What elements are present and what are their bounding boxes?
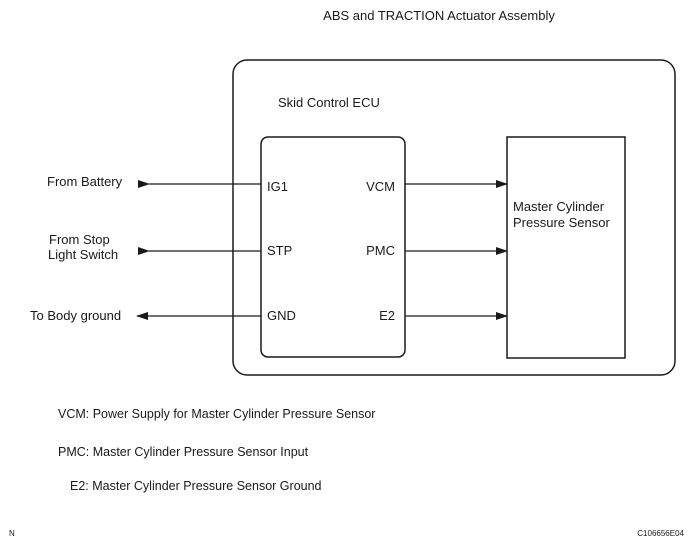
assembly-title: ABS and TRACTION Actuator Assembly bbox=[323, 8, 555, 23]
from-stop-light-switch-line2: Light Switch bbox=[48, 247, 118, 262]
legend-e2: E2: Master Cylinder Pressure Sensor Grou… bbox=[70, 479, 322, 493]
sensor-label-line2: Pressure Sensor bbox=[513, 215, 610, 230]
from-stop-light-switch-line1: From Stop bbox=[49, 232, 110, 247]
to-body-ground-label: To Body ground bbox=[30, 308, 121, 323]
master-cylinder-pressure-sensor-box bbox=[506, 136, 626, 359]
pin-e2: E2 bbox=[379, 308, 395, 323]
pin-ig1: IG1 bbox=[267, 179, 288, 194]
legend-pmc: PMC: Master Cylinder Pressure Sensor Inp… bbox=[58, 445, 309, 459]
pin-stp: STP bbox=[267, 243, 292, 258]
from-battery-label: From Battery bbox=[47, 174, 123, 189]
footer-left-mark: N bbox=[9, 529, 15, 538]
sensor-label-line1: Master Cylinder bbox=[513, 199, 605, 214]
pin-gnd: GND bbox=[267, 308, 296, 323]
ecu-label: Skid Control ECU bbox=[278, 95, 380, 110]
actuator-assembly-box bbox=[232, 59, 676, 376]
figure-code: C106656E04 bbox=[637, 529, 684, 538]
pin-pmc: PMC bbox=[366, 243, 395, 258]
pin-vcm: VCM bbox=[366, 179, 395, 194]
skid-control-ecu-box bbox=[260, 136, 406, 358]
legend-vcm: VCM: Power Supply for Master Cylinder Pr… bbox=[58, 407, 375, 421]
